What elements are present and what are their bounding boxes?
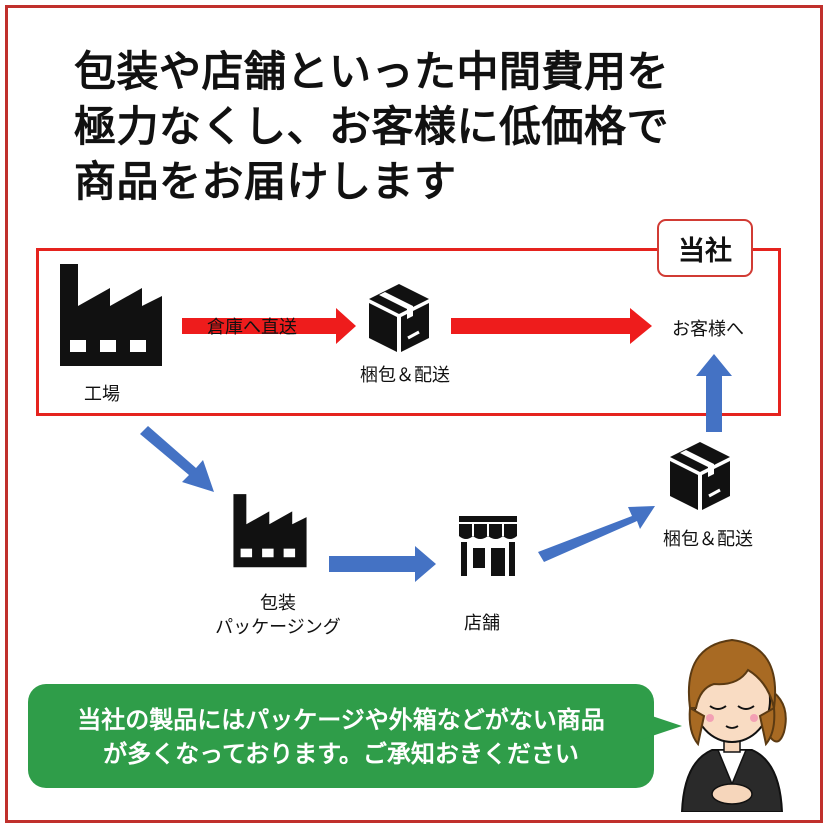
- red-arrow-box-to-customer: [451, 308, 652, 344]
- notice-line-1: 当社の製品にはパッケージや外箱などがない商品: [77, 706, 605, 734]
- outer-frame: [5, 5, 823, 823]
- headline-line-2: 極力なくし、お客様に低価格で: [74, 102, 670, 151]
- headline-line-1: 包装や店舗といった中間費用を: [74, 47, 670, 96]
- company-tag: 当社: [657, 219, 753, 277]
- blue-arrow-packship-to-customer: [696, 354, 732, 432]
- factory-icon-small: [233, 494, 307, 568]
- company-scope-box: [36, 248, 781, 416]
- package-box-icon: [369, 284, 429, 352]
- direct-ship-label: 倉庫へ直送: [207, 317, 297, 338]
- packaging-label-line-2: パッケージング: [215, 617, 341, 638]
- storefront-icon: [459, 516, 517, 576]
- pack-ship-top-label: 梱包＆配送: [360, 365, 450, 386]
- factory-icon: [60, 264, 162, 366]
- notice-line-2: が多くなっております。ご承知おきください: [103, 740, 579, 768]
- notice-bubble-tail: [640, 712, 682, 740]
- notice-text: 当社の製品にはパッケージや外箱などがない商品 が多くなっております。ご承知おきく…: [28, 703, 654, 771]
- blue-arrow-store-to-packship: [538, 506, 655, 562]
- pack-ship-right-label: 梱包＆配送: [663, 529, 753, 550]
- customer-service-woman-illustration: [680, 638, 787, 812]
- packaging-label-line-1: 包装: [260, 593, 296, 614]
- blue-arrow-factory-to-packaging: [140, 426, 214, 492]
- factory-label: 工場: [84, 384, 120, 405]
- headline: 包装や店舗といった中間費用を 極力なくし、お客様に低価格で 商品をお届けします: [74, 44, 669, 209]
- customer-label: お客様へ: [672, 319, 744, 340]
- package-box-icon-right: [670, 442, 730, 510]
- notice-bubble: [28, 684, 654, 788]
- store-label: 店舗: [464, 613, 500, 634]
- packaging-label: 包装 パッケージング: [205, 592, 351, 640]
- headline-line-3: 商品をお届けします: [74, 157, 457, 206]
- red-arrow-factory-to-box: [182, 308, 356, 344]
- blue-arrow-packaging-to-store: [329, 546, 436, 582]
